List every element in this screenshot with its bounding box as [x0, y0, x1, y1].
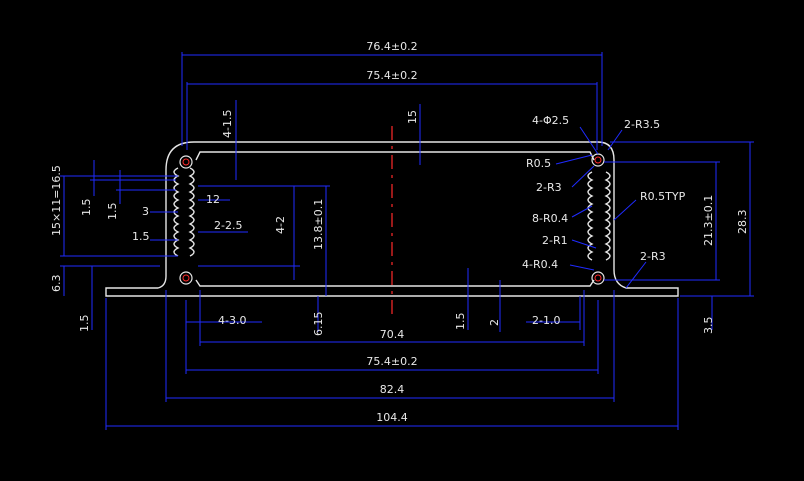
- profile-inner-bottom: [195, 279, 595, 287]
- dim-top-inner: 75.4±0.2: [366, 69, 417, 82]
- dim-r1: 2-R1: [542, 234, 568, 247]
- dim-fin-3: 3: [142, 205, 149, 218]
- dim-width-754: 75.4±0.2: [366, 355, 417, 368]
- dim-inner-138: 13.8±0.1: [312, 199, 325, 250]
- dim-height-outer: 28.3: [736, 210, 749, 235]
- dim-top-outer: 76.4±0.2: [366, 40, 417, 53]
- dim-bottom-15: 1.5: [454, 313, 467, 331]
- dim-r04-8: 8-R0.4: [532, 212, 568, 225]
- dim-r04-4: 4-R0.4: [522, 258, 558, 271]
- dim-left-slot: 4-1.5: [221, 110, 234, 138]
- hole-bottom-right-inner: [594, 274, 602, 282]
- dim-fin-25: 2-2.5: [214, 219, 242, 232]
- dim-r05: R0.5: [526, 157, 551, 170]
- extrusion-profile: [105, 126, 679, 318]
- dim-top-wall: 15: [406, 110, 419, 124]
- dim-r3-lower: 2-R3: [640, 250, 666, 263]
- dim-hole-dia: 4-Φ2.5: [532, 114, 569, 127]
- hole-bottom-left: [179, 271, 193, 285]
- dim-width-1044: 104.4: [376, 411, 408, 424]
- dim-r3-right: 2-R3: [536, 181, 562, 194]
- dim-fin-15b: 1.5: [106, 203, 119, 221]
- hole-top-left: [179, 155, 193, 169]
- dim-width-824: 82.4: [380, 383, 405, 396]
- dim-r05typ: R0.5TYP: [640, 190, 686, 203]
- dim-bottom-2: 2: [488, 319, 501, 326]
- right-fins: [587, 171, 611, 261]
- dim-bottom-210: 2-1.0: [532, 314, 560, 327]
- hole-top-left-inner: [182, 158, 190, 166]
- dim-corner-radius: 2-R3.5: [624, 118, 660, 131]
- profile-inner-top: [195, 151, 595, 161]
- dim-bottom-slot: 4-3.0: [218, 314, 246, 327]
- dim-height-inner: 21.3±0.1: [702, 195, 715, 246]
- dim-bottom-615: 6.15: [312, 312, 325, 337]
- dim-width-704: 70.4: [380, 328, 405, 341]
- dim-fins-span: 15×11=16.5: [50, 165, 63, 236]
- dimension-labels: 76.4±0.2 75.4±0.2 4-1.5 15 4-Φ2.5 2-R3.5…: [50, 40, 749, 424]
- dimension-lines: [60, 52, 754, 430]
- dim-fin-15c: 1.5: [132, 230, 150, 243]
- hole-bottom-right: [591, 271, 605, 285]
- dim-fin-15a: 1.5: [80, 199, 93, 217]
- dim-slot-42: 4-2: [274, 216, 287, 234]
- dim-left-15: 1.5: [78, 315, 91, 333]
- dim-left-63: 6.3: [50, 275, 63, 293]
- hole-bottom-left-inner: [182, 274, 190, 282]
- dim-fin-12: 12: [206, 193, 220, 206]
- dim-foot-right: 3.5: [702, 317, 715, 335]
- hole-top-right-inner: [594, 156, 602, 164]
